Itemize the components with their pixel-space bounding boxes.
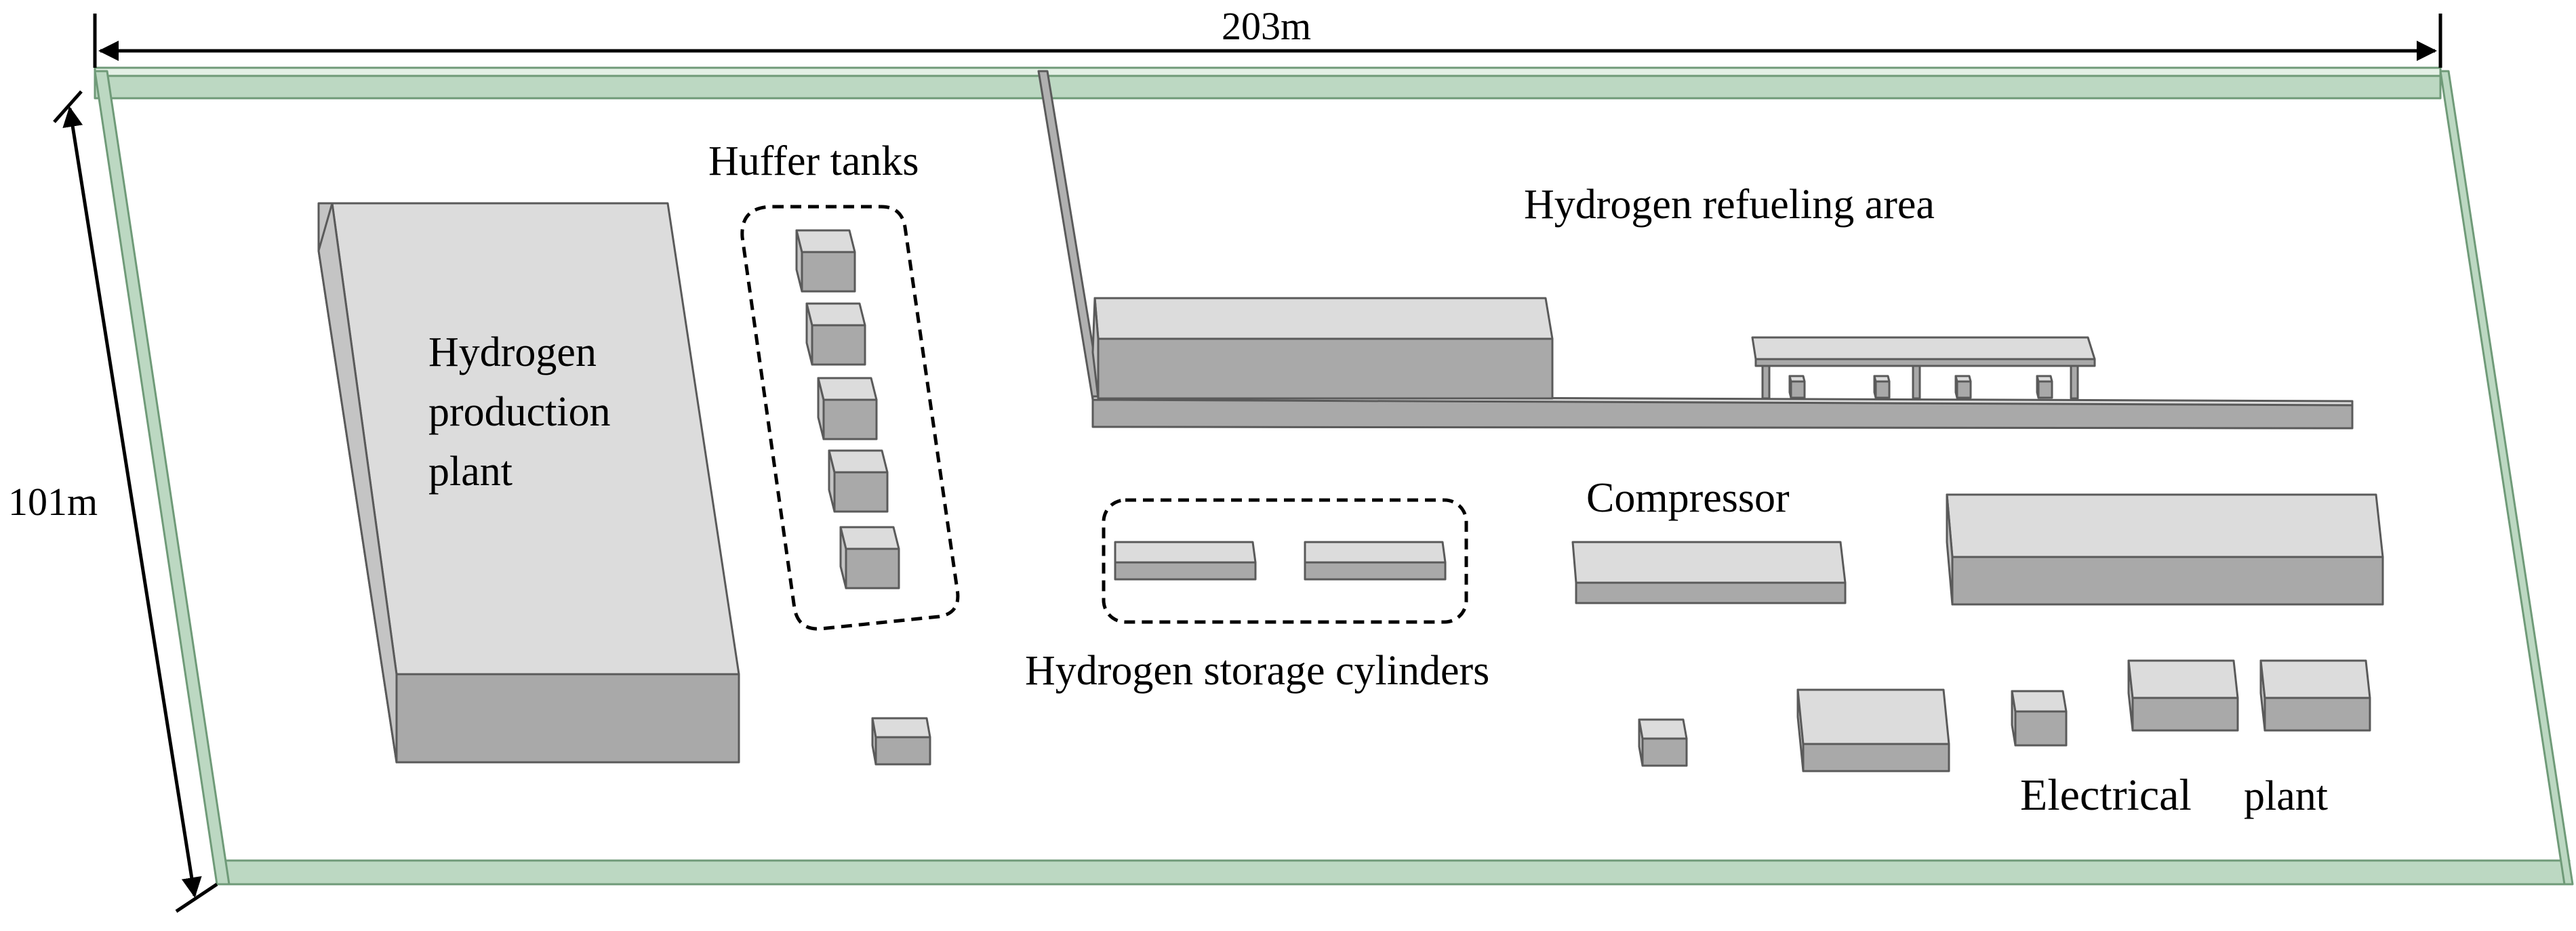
- storage-cylinders-label: Hydrogen storage cylinders: [1025, 648, 1489, 694]
- canopy-post-3: [2070, 365, 2079, 400]
- electrical-box-1: [1638, 718, 1688, 767]
- canopy-post-1: [1761, 365, 1771, 400]
- dispenser-2: [1873, 375, 1891, 399]
- huffer-tanks-boundary: [740, 205, 960, 631]
- canopy-edge: [1754, 358, 2096, 367]
- refueling-base-front: [1091, 398, 2354, 430]
- hydrogen-production-plant: Hydrogen production plant: [317, 202, 740, 764]
- station-building-roof: [1093, 297, 1554, 340]
- compressor-front: [1575, 581, 1847, 604]
- station-building-side: [1091, 297, 1100, 400]
- canopy-posts: [1761, 365, 2079, 400]
- production-plant-label-1: Hydrogen: [428, 329, 597, 375]
- compressor-label: Compressor: [1586, 475, 1790, 521]
- electrical-main-front: [1951, 556, 2384, 606]
- dispenser-4: [2036, 375, 2053, 399]
- utility-box-1: [871, 717, 931, 766]
- utility-box: [871, 717, 931, 766]
- electrical-equipment-boxes: [1638, 659, 2371, 772]
- width-label: 203m: [1222, 4, 1311, 48]
- plant-side-face: [317, 202, 398, 764]
- electrical-box-3: [2011, 690, 2068, 747]
- station-building-front: [1097, 337, 1554, 400]
- plant-roof: [331, 202, 740, 676]
- plant-label: plant: [2244, 773, 2328, 819]
- electrical-main-roof: [1946, 493, 2384, 558]
- production-plant-label-3: plant: [428, 449, 512, 495]
- width-dimension: 203m: [93, 4, 2442, 68]
- canopy-post-2: [1912, 365, 1921, 400]
- electrical-box-4: [2127, 659, 2239, 732]
- huffer-tank-4: [828, 449, 889, 513]
- depth-dimension: 101m: [8, 90, 218, 913]
- cylinder-1-top: [1114, 541, 1257, 564]
- electrical-main-side: [1946, 493, 1954, 606]
- refueling-area-label: Hydrogen refueling area: [1524, 182, 1935, 228]
- dispenser-3: [1954, 375, 1972, 399]
- compressor: Compressor: [1571, 475, 1847, 604]
- left-wall: [94, 70, 230, 886]
- top-wall-cap: [94, 66, 2442, 77]
- electrical-box-5: [2259, 659, 2371, 732]
- cylinder-1-front: [1114, 561, 1257, 581]
- compressor-top: [1571, 541, 1847, 584]
- cylinder-2-front: [1304, 561, 1447, 581]
- huffer-tank-1: [795, 229, 856, 293]
- huffer-tank-5: [839, 526, 900, 589]
- huffer-tanks-group: Huffer tanks: [708, 138, 960, 766]
- electrical-label: Electrical: [2020, 770, 2192, 820]
- storage-cylinders-boundary: [1102, 498, 1468, 624]
- huffer-tank-stack: [795, 229, 900, 589]
- depth-label: 101m: [8, 480, 98, 524]
- hydrogen-storage-cylinders: Hydrogen storage cylinders: [1025, 498, 1489, 694]
- huffer-tank-3: [817, 377, 878, 440]
- canopy-roof: [1751, 336, 2096, 360]
- dispenser-1: [1788, 375, 1806, 399]
- hydrogen-refueling-area: Hydrogen refueling area: [1037, 70, 2354, 430]
- right-wall: [2439, 70, 2574, 886]
- cylinder-2-top: [1304, 541, 1447, 564]
- huffer-tank-2: [805, 302, 866, 366]
- plant-front-face: [395, 673, 740, 764]
- electrical-plant: Electrical plant: [1638, 493, 2384, 820]
- huffer-tanks-label: Huffer tanks: [708, 138, 919, 184]
- bottom-wall: [216, 859, 2571, 886]
- electrical-box-2: [1796, 688, 1950, 772]
- production-plant-label-2: production: [428, 389, 611, 435]
